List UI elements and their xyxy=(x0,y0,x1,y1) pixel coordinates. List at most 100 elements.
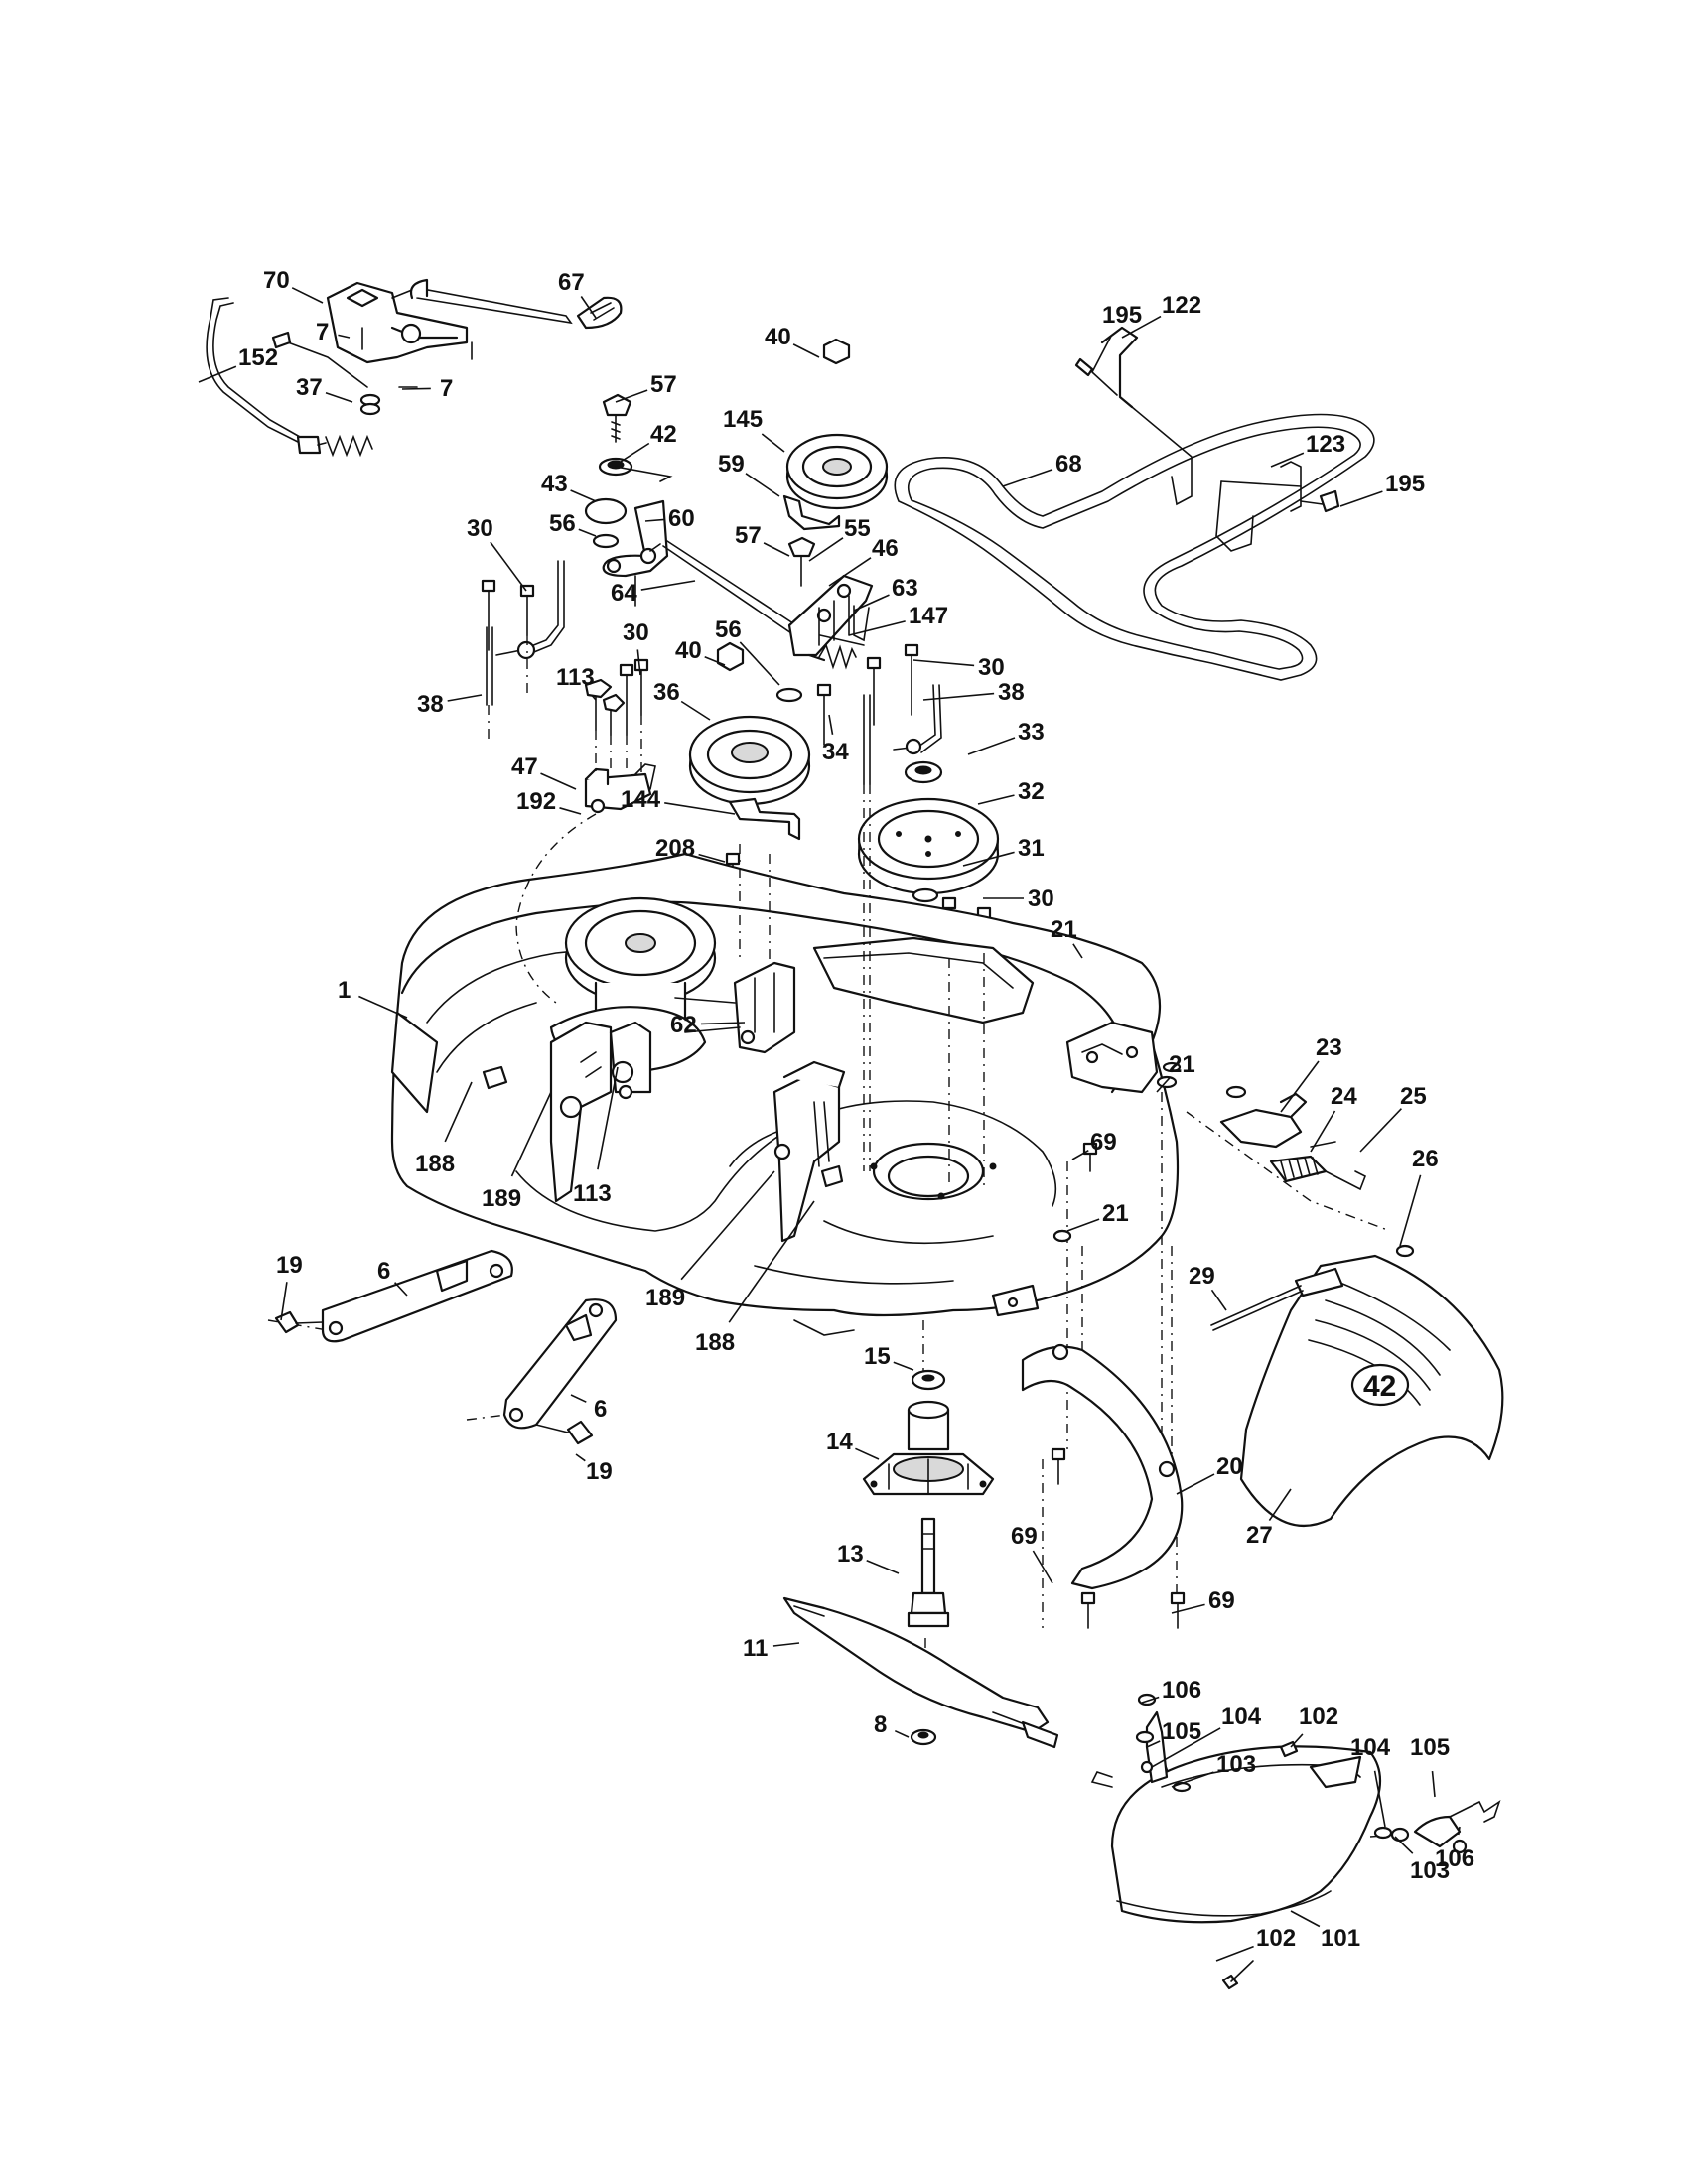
leader-line-152 xyxy=(198,365,237,383)
leader-line-113 xyxy=(597,1066,619,1170)
leader-line-68 xyxy=(1002,468,1053,487)
leader-line-103 xyxy=(1171,1771,1214,1788)
part-callout-25: 25 xyxy=(1400,1083,1427,1110)
part-callout-144: 144 xyxy=(621,786,661,813)
spindle-stack xyxy=(782,1369,1059,1749)
leader-line-60 xyxy=(644,518,665,522)
leader-line-106 xyxy=(1458,1826,1461,1836)
leader-line-189 xyxy=(510,1091,552,1177)
part-callout-21: 21 xyxy=(1051,916,1077,943)
leader-line-43 xyxy=(570,489,597,502)
leader-line-195 xyxy=(1339,490,1383,507)
part-callout-38: 38 xyxy=(998,679,1025,706)
part-callout-56: 56 xyxy=(549,510,576,537)
part-callout-67: 67 xyxy=(558,269,585,296)
part-callout-30: 30 xyxy=(467,515,493,542)
part-callout-26: 26 xyxy=(1412,1146,1439,1172)
part-callout-105: 105 xyxy=(1162,1718,1201,1745)
part-callout-43: 43 xyxy=(541,471,568,497)
part-callout-40: 40 xyxy=(675,637,702,664)
leader-line-19 xyxy=(575,1453,586,1462)
leader-line-38 xyxy=(922,692,995,701)
leader-line-105 xyxy=(1431,1771,1436,1798)
part-callout-36: 36 xyxy=(653,679,680,706)
part-callout-27: 27 xyxy=(1246,1522,1273,1549)
leader-line-144 xyxy=(664,802,736,815)
leader-line-24 xyxy=(1310,1110,1336,1153)
leader-line-47 xyxy=(540,772,577,790)
part-callout-104: 104 xyxy=(1350,1734,1391,1761)
part-callout-113: 113 xyxy=(556,664,595,691)
part-callout-208: 208 xyxy=(655,835,695,862)
part-callout-56: 56 xyxy=(715,616,742,643)
leader-line-62 xyxy=(700,1022,746,1025)
part-callout-34: 34 xyxy=(822,739,849,765)
part-callout-6: 6 xyxy=(594,1396,607,1423)
leader-line-26 xyxy=(1399,1174,1422,1247)
part-callout-106: 106 xyxy=(1162,1677,1201,1704)
part-callout-13: 13 xyxy=(837,1541,864,1568)
leader-line-102 xyxy=(1290,1733,1304,1748)
leader-line-8 xyxy=(894,1729,910,1738)
part-callout-69: 69 xyxy=(1011,1523,1038,1550)
leader-line-7 xyxy=(401,387,431,390)
part-callout-7: 7 xyxy=(440,375,453,402)
part-callout-15: 15 xyxy=(864,1343,891,1370)
leader-line-101 xyxy=(1290,1910,1321,1928)
part-callout-192: 192 xyxy=(516,788,556,815)
left-bolts-and-rod xyxy=(481,560,565,745)
leader-line-21 xyxy=(1072,943,1083,959)
leader-line-105 xyxy=(1146,1740,1161,1748)
leader-line-40 xyxy=(792,343,820,358)
part-callout-46: 46 xyxy=(872,535,899,562)
part-callout-30: 30 xyxy=(623,619,649,646)
part-callout-8: 8 xyxy=(874,1711,887,1738)
part-callout-60: 60 xyxy=(668,505,695,532)
part-callout-37: 37 xyxy=(296,374,323,401)
part-callout-19: 19 xyxy=(586,1458,613,1485)
deck-size-logo: 42 xyxy=(1363,1370,1396,1403)
mulching-cover-101 xyxy=(1090,1693,1501,1990)
leader-line-208 xyxy=(698,853,726,863)
part-callout-152: 152 xyxy=(238,344,278,371)
leader-line-102 xyxy=(1215,1945,1254,1962)
baffle-20 xyxy=(1021,1061,1186,1629)
spindle-pulley-32 xyxy=(725,643,1000,959)
part-callout-30: 30 xyxy=(978,654,1005,681)
leader-line-42 xyxy=(620,442,650,463)
belt-guide-123 xyxy=(1215,461,1340,552)
part-callout-104: 104 xyxy=(1221,1704,1262,1730)
leader-line-6 xyxy=(570,1394,587,1403)
leader-line-25 xyxy=(1359,1108,1402,1153)
leader-line-113 xyxy=(591,694,597,701)
discharge-spring-bracket xyxy=(1219,1085,1415,1258)
leader-line-57 xyxy=(763,542,790,557)
leader-line-55 xyxy=(808,537,844,562)
lift-arm-upper xyxy=(274,1249,513,1343)
part-callout-122: 122 xyxy=(1162,292,1201,319)
leader-line-30 xyxy=(636,649,641,676)
leader-line-46 xyxy=(828,557,872,587)
part-callout-57: 57 xyxy=(650,371,677,398)
left-height-bracket xyxy=(482,1021,652,1203)
leader-line-21 xyxy=(1156,1076,1172,1093)
part-callout-106: 106 xyxy=(1435,1845,1474,1872)
drive-belt xyxy=(894,413,1375,681)
part-callout-63: 63 xyxy=(892,575,918,602)
discharge-chute-27: 42 xyxy=(1210,1254,1504,1528)
part-callout-123: 123 xyxy=(1306,431,1345,458)
leader-line-40 xyxy=(704,655,726,666)
part-callout-101: 101 xyxy=(1321,1925,1360,1952)
leader-line-189 xyxy=(680,1170,775,1281)
part-callout-64: 64 xyxy=(611,580,637,607)
part-callout-33: 33 xyxy=(1018,719,1045,746)
leader-line-104 xyxy=(1373,1770,1386,1828)
part-callout-55: 55 xyxy=(844,515,871,542)
leader-line-147 xyxy=(848,620,906,636)
part-callout-38: 38 xyxy=(417,691,444,718)
belt-bracket-62 xyxy=(674,961,796,1054)
part-callout-29: 29 xyxy=(1189,1263,1215,1290)
leader-line-67 xyxy=(580,296,597,319)
leader-line-70 xyxy=(291,287,324,304)
belt-guide-122 xyxy=(1074,326,1193,506)
